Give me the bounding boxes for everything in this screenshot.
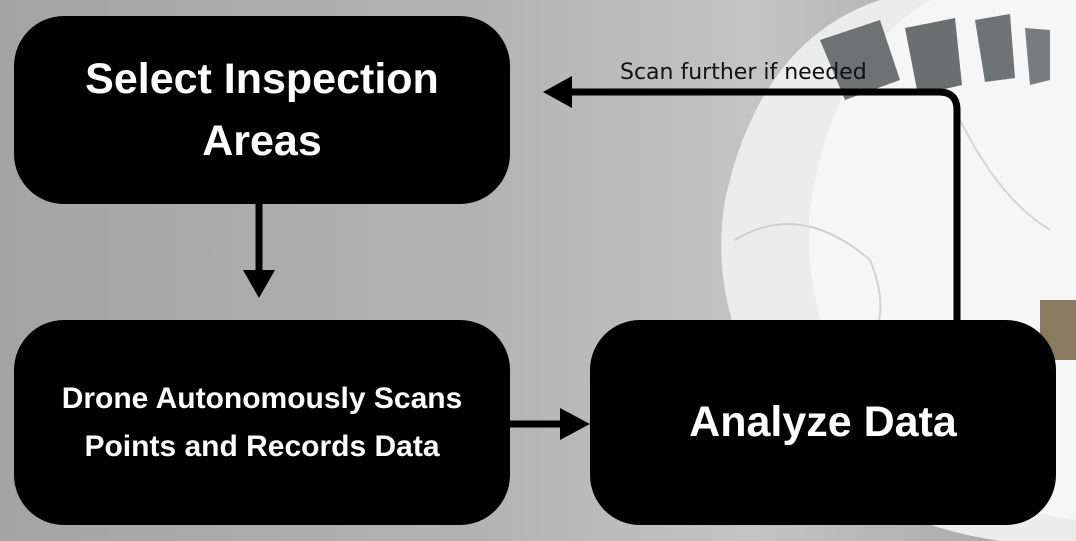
node-label: Drone Autonomously Scans Points and Reco… (61, 381, 463, 463)
node-analyze-data: Analyze Data (590, 320, 1056, 525)
loop-edge-label: Scan further if needed (620, 60, 867, 85)
node-drone-scans: Drone Autonomously Scans Points and Reco… (14, 320, 510, 525)
node-label: Select Inspection Areas (85, 54, 439, 165)
arrowhead-right (560, 408, 590, 440)
arrowhead-left (543, 76, 572, 108)
arrow-analyze-to-select (570, 88, 961, 320)
node-label: Analyze Data (689, 398, 957, 446)
node-select-inspection-areas: Select Inspection Areas (14, 16, 510, 204)
arrowhead-down (243, 270, 275, 298)
